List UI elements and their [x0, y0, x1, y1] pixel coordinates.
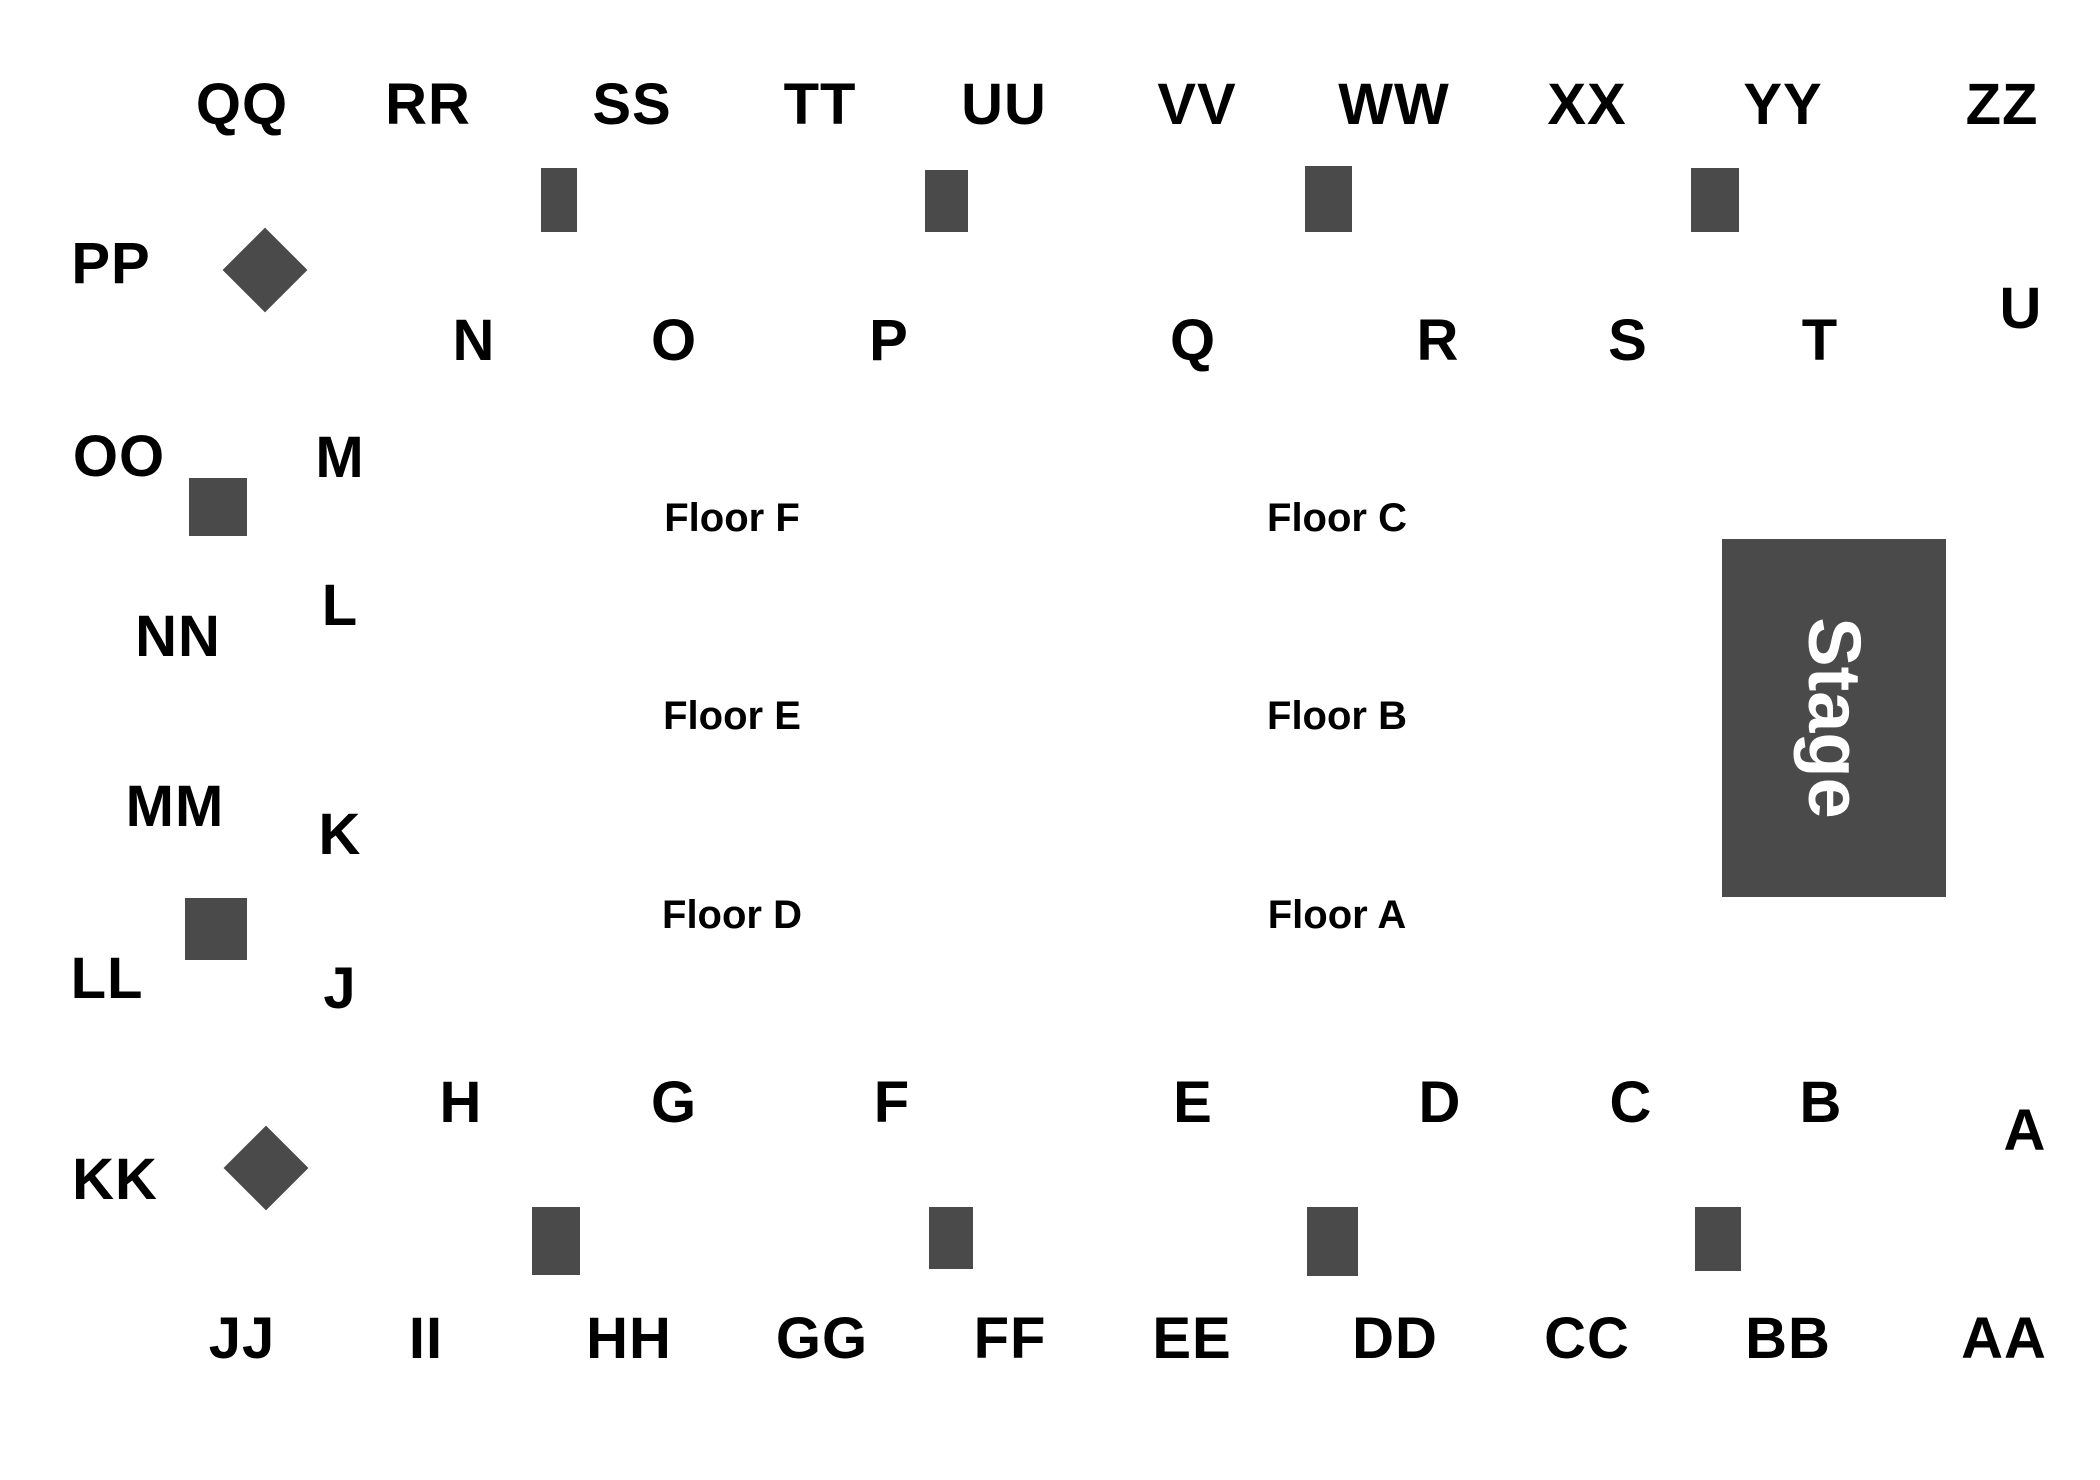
section-c[interactable]: C [1609, 1070, 1653, 1135]
section-xx[interactable]: XX [1547, 72, 1627, 137]
section-ss[interactable]: SS [592, 72, 672, 137]
section-tt[interactable]: TT [783, 72, 857, 137]
top-left-corner-diamond [222, 227, 308, 313]
section-hh[interactable]: HH [586, 1306, 672, 1371]
bottom-left-corner-diamond [223, 1125, 309, 1211]
section-gg[interactable]: GG [775, 1306, 869, 1371]
stage: Stage [1722, 539, 1946, 897]
bottom-aisle-block-1 [532, 1207, 580, 1275]
bottom-aisle-block-4 [1695, 1207, 1741, 1271]
section-uu[interactable]: UU [961, 72, 1047, 137]
section-bb[interactable]: BB [1745, 1306, 1831, 1371]
section-yy[interactable]: YY [1743, 72, 1823, 137]
section-g[interactable]: G [650, 1070, 698, 1135]
section-f[interactable]: F [873, 1070, 911, 1135]
floor-c[interactable]: Floor C [1267, 496, 1407, 540]
section-s[interactable]: S [1608, 308, 1648, 373]
left-aisle-block-2 [185, 898, 247, 960]
section-q[interactable]: Q [1169, 308, 1217, 373]
top-aisle-block-1 [541, 168, 577, 232]
section-ii[interactable]: II [408, 1306, 444, 1371]
section-oo[interactable]: OO [72, 424, 166, 489]
section-pp[interactable]: PP [71, 231, 151, 296]
section-aa[interactable]: AA [1961, 1306, 2047, 1371]
section-j[interactable]: J [323, 956, 357, 1021]
section-l[interactable]: L [321, 573, 359, 638]
section-kk[interactable]: KK [72, 1147, 158, 1212]
floor-e[interactable]: Floor E [663, 694, 801, 738]
top-aisle-block-3 [1305, 166, 1352, 232]
top-aisle-block-4 [1691, 168, 1739, 232]
floor-b[interactable]: Floor B [1267, 694, 1407, 738]
section-ll[interactable]: LL [70, 946, 144, 1011]
section-t[interactable]: T [1801, 308, 1839, 373]
section-cc[interactable]: CC [1544, 1306, 1630, 1371]
section-jj[interactable]: JJ [208, 1306, 276, 1371]
section-ff[interactable]: FF [973, 1306, 1047, 1371]
section-ee[interactable]: EE [1152, 1306, 1232, 1371]
section-u[interactable]: U [1999, 276, 2043, 341]
section-nn[interactable]: NN [135, 604, 221, 669]
section-dd[interactable]: DD [1352, 1306, 1438, 1371]
bottom-aisle-block-3 [1307, 1207, 1358, 1276]
floor-d[interactable]: Floor D [662, 893, 802, 937]
section-k[interactable]: K [318, 802, 362, 867]
section-p[interactable]: P [869, 308, 909, 373]
section-a[interactable]: A [2003, 1098, 2047, 1163]
floor-a[interactable]: Floor A [1267, 893, 1407, 937]
section-h[interactable]: H [439, 1070, 483, 1135]
section-d[interactable]: D [1418, 1070, 1462, 1135]
section-vv[interactable]: VV [1157, 72, 1237, 137]
section-mm[interactable]: MM [125, 774, 225, 839]
section-b[interactable]: B [1799, 1070, 1843, 1135]
section-e[interactable]: E [1173, 1070, 1213, 1135]
top-aisle-block-2 [925, 170, 968, 232]
left-aisle-block-1 [189, 478, 247, 536]
section-rr[interactable]: RR [385, 72, 471, 137]
section-n[interactable]: N [452, 308, 496, 373]
section-r[interactable]: R [1416, 308, 1460, 373]
floor-f[interactable]: Floor F [664, 496, 800, 540]
section-zz[interactable]: ZZ [1965, 72, 2039, 137]
section-m[interactable]: M [315, 425, 365, 490]
section-o[interactable]: O [650, 308, 698, 373]
section-ww[interactable]: WW [1338, 72, 1450, 137]
section-qq[interactable]: QQ [195, 72, 289, 137]
stage-label: Stage [1793, 617, 1876, 819]
bottom-aisle-block-2 [929, 1207, 973, 1269]
